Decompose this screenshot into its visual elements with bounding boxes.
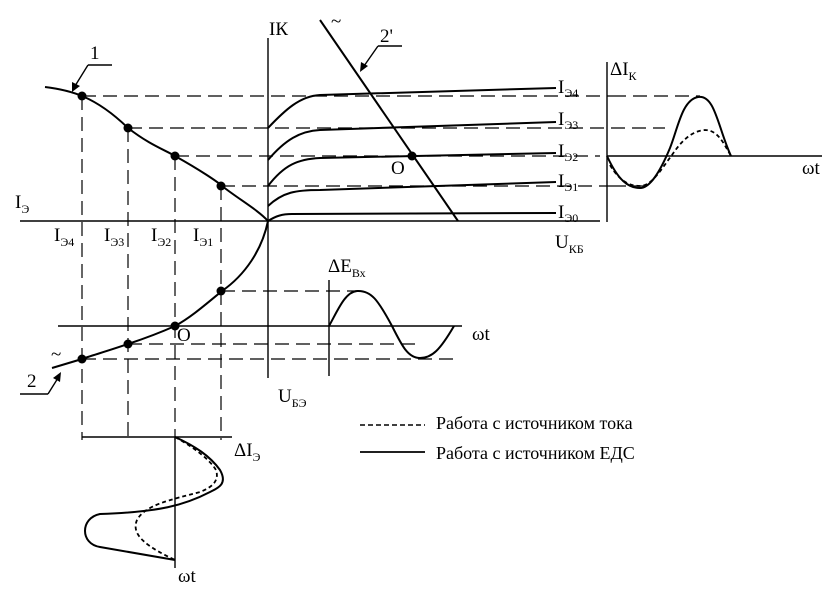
callout-1-leader: [72, 64, 112, 92]
ie3-tick-label: IЭ3: [104, 225, 124, 249]
collector-curve-ie0: [267, 212, 557, 222]
callout-2prime: 2': [380, 26, 393, 47]
callout-2prime-leader: [360, 45, 402, 72]
legend-emf-source: Работа с источником ЕДС: [436, 443, 635, 463]
ukb-axis-label: UКБ: [555, 232, 584, 256]
ie2-tick-label: IЭ2: [151, 225, 171, 249]
delta-ik-curve-emf: [606, 95, 732, 190]
tilde-top: ~: [331, 11, 341, 32]
delta-ie-curve-emf: [84, 436, 224, 561]
ie4-tick-label: IЭ4: [54, 225, 74, 249]
curve-label-ie3: IЭ3: [558, 109, 578, 132]
callout-2: 2: [27, 371, 37, 392]
collector-curve-ie4: [267, 87, 557, 129]
curve-label-ie2: IЭ2: [558, 141, 578, 164]
delta-e-curve: [328, 289, 455, 360]
callout-1: 1: [90, 43, 100, 64]
omega-t-bottom: ωt: [178, 566, 197, 587]
delta-e-label: ΔEВх: [328, 256, 366, 280]
collector-curve-ie1: [267, 181, 557, 207]
delta-ik-label: ΔIК: [610, 59, 638, 83]
curve-label-ie1: IЭ1: [558, 171, 578, 194]
delta-ie-curve-current: [134, 436, 218, 561]
ik-axis-label: IК: [269, 19, 288, 40]
tilde-bottom: ~: [51, 344, 61, 365]
delta-ie-label: ΔIЭ: [234, 440, 261, 464]
curve-label-ie0: IЭ0: [558, 202, 578, 225]
collector-curve-ie2: [267, 152, 557, 187]
legend-current-source: Работа с источником тока: [436, 413, 633, 433]
collector-curve-ie3: [267, 121, 557, 161]
ie-axis-label: IЭ: [15, 192, 29, 216]
omega-t-right: ωt: [802, 158, 821, 179]
input-characteristic-upper: [44, 86, 269, 222]
load-line: [319, 19, 459, 222]
delta-ik-curve-current: [609, 129, 732, 187]
callout-2-leader: [20, 372, 61, 395]
omega-t-mid: ωt: [472, 324, 491, 345]
ie1-tick-label: IЭ1: [193, 225, 213, 249]
curve-label-ie4: IЭ4: [558, 77, 578, 100]
projection-lines: [81, 95, 700, 440]
ube-axis-label: UБЭ: [278, 386, 307, 410]
point-o-top-label: O: [391, 158, 405, 179]
point-o-bottom-label: O: [177, 325, 191, 346]
legend: Работа с источником тока Работа с источн…: [360, 413, 635, 463]
